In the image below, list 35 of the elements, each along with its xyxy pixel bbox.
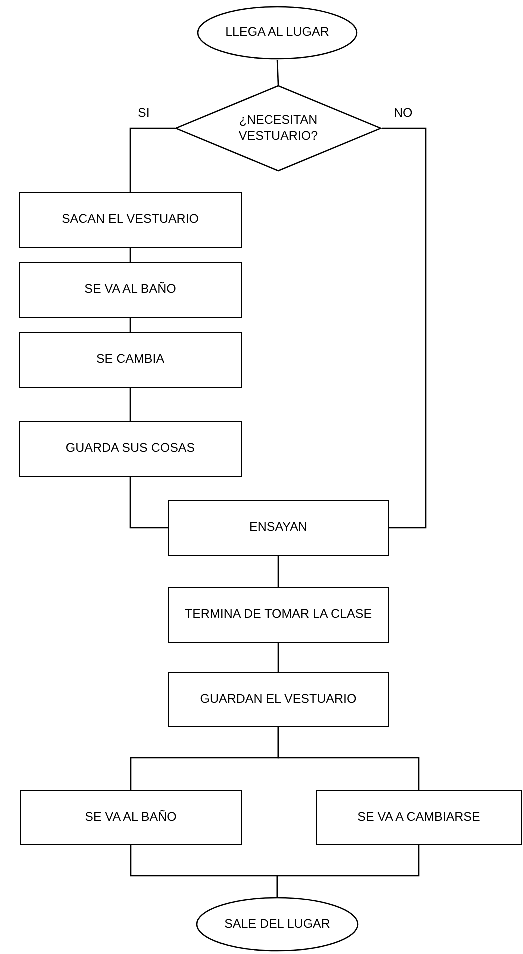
node-text: LLEGA AL LUGAR [226, 25, 330, 41]
node-text: ENSAYAN [250, 520, 308, 536]
process-box [316, 790, 522, 845]
connector-line [276, 845, 420, 897]
node-text: ¿NECESITAN VESTUARIO? [238, 112, 320, 144]
process-box [168, 587, 389, 643]
connector-line [276, 60, 280, 86]
connector-line [130, 128, 175, 192]
node-text: SE VA AL BAÑO [85, 810, 177, 826]
node-text: SE CAMBIA [96, 352, 165, 368]
process-box [19, 421, 242, 477]
connector-line [130, 318, 132, 332]
connector-line [130, 477, 168, 529]
connector-line [278, 727, 420, 790]
node-text: TERMINA DE TOMAR LA CLASE [184, 607, 372, 623]
process-box [20, 790, 242, 845]
process-box [19, 192, 242, 248]
process-box [168, 672, 389, 727]
connector-line [278, 643, 280, 672]
terminal-oval [196, 897, 359, 952]
connector-line [130, 388, 132, 421]
terminal-oval [197, 6, 358, 60]
connector-line [278, 556, 280, 587]
connector-line [130, 248, 132, 262]
node-text: SE VA A CAMBIARSE [358, 810, 480, 826]
process-box [19, 262, 242, 318]
connector-line [382, 128, 427, 529]
node-text: SE VA AL BAÑO [84, 282, 176, 298]
node-text: GUARDAN EL VESTUARIO [200, 692, 357, 708]
process-box [19, 332, 242, 388]
node-text: SACAN EL VESTUARIO [62, 212, 200, 228]
node-text: SALE DEL LUGAR [224, 916, 330, 932]
process-box [168, 500, 389, 556]
node-text: GUARDA SUS COSAS [66, 441, 196, 457]
decision-diamond [175, 85, 382, 172]
